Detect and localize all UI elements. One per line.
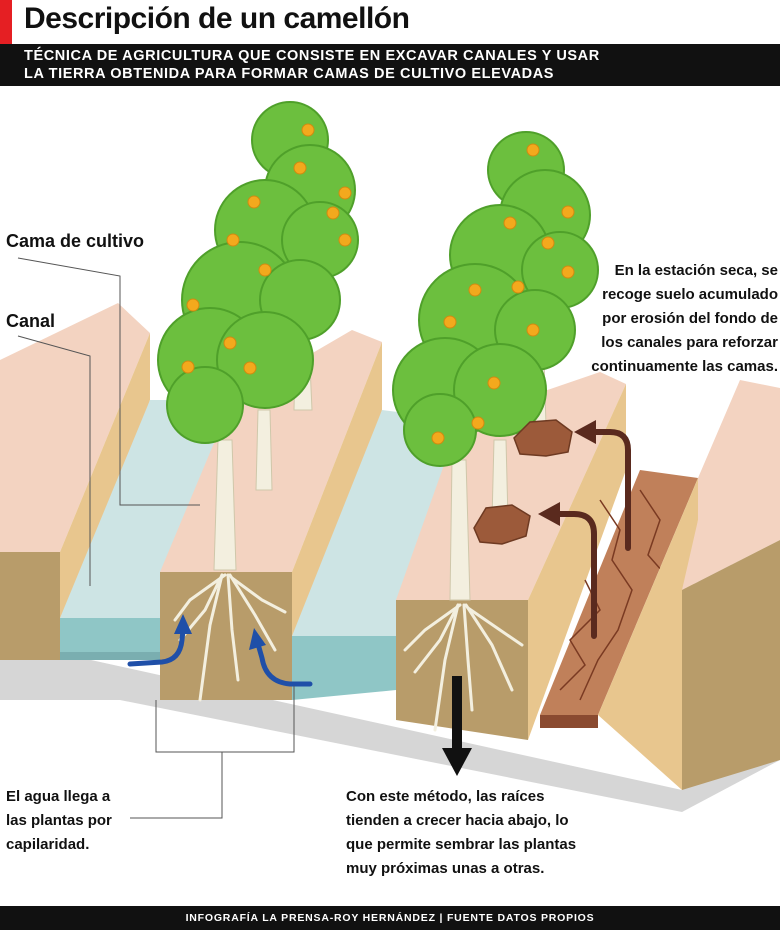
label-cama-de-cultivo: Cama de cultivo: [6, 231, 145, 251]
bed-right-inner-wall: [528, 384, 626, 740]
note-line: que permite sembrar las plantas: [346, 836, 577, 853]
tree-right-roots: [403, 603, 524, 732]
canal-middle: [292, 410, 460, 700]
tree-right-trunk: [449, 459, 471, 601]
leader-cama: [17, 257, 200, 506]
note-line: continuamente las camas.: [591, 358, 778, 375]
subtitle-banner: TÉCNICA DE AGRICULTURA QUE CONSISTE EN E…: [0, 44, 780, 86]
camellon-diagram: [0, 101, 780, 819]
note-line: En la estación seca, se: [614, 262, 778, 279]
canal-left: [60, 400, 232, 660]
capillarity-arrow-right: [255, 641, 313, 687]
note-line: recoge suelo acumulado: [602, 286, 778, 303]
note-line: El agua llega a: [6, 788, 111, 805]
bed-left-front: [0, 552, 60, 660]
tree-left: [157, 101, 359, 702]
canal-dry-floor: [540, 470, 698, 715]
canal-left-floor: [60, 652, 160, 660]
tree-left-branch: [255, 409, 273, 491]
tree-left-trunk: [213, 439, 237, 571]
canal-dry: [540, 470, 698, 728]
subtitle-line-2: LA TIERRA OBTENIDA PARA FORMAR CAMAS DE …: [24, 66, 555, 82]
bed-left-top: [0, 303, 150, 552]
label-canal: Canal: [6, 311, 56, 331]
page-title: Descripción de un camellón: [24, 2, 410, 35]
bracket-capillarity: [155, 686, 295, 753]
tree-right: [392, 131, 599, 732]
canal-middle-water-front: [292, 636, 396, 700]
soil-return-arrowhead-upper: [574, 420, 596, 444]
bed-right-front: [396, 600, 528, 740]
soil-return-arrow-lower: [553, 511, 597, 639]
canal-dry-front: [540, 715, 598, 728]
soil-clod-upper: [513, 419, 573, 457]
footer-credit: INFOGRAFÍA LA PRENSA-ROY HERNÁNDEZ | FUE…: [0, 906, 780, 930]
bed-far-right-top: [682, 380, 780, 590]
note-line: muy próximas unas a otras.: [346, 860, 545, 877]
tree-left-roots: [173, 573, 287, 702]
bed-middle-front: [160, 572, 292, 700]
bed-far-right-front: [682, 540, 780, 790]
tree-left-foliage: [157, 101, 359, 444]
note-capillarity: El agua llega a las plantas por capilari…: [6, 785, 112, 857]
bed-block-far-right: [598, 380, 780, 790]
bed-far-right-inner-wall: [598, 478, 698, 790]
soil-return-arrowhead-lower: [538, 502, 560, 526]
note-line: los canales para reforzar: [601, 334, 778, 351]
tree-right-foliage: [392, 131, 599, 467]
accent-bar: [0, 0, 12, 44]
canal-left-water-front: [60, 618, 160, 652]
note-roots: Con este método, las raíces tienden a cr…: [346, 785, 576, 881]
note-line: por erosión del fondo de: [602, 310, 778, 327]
tree-right-fruits: [431, 143, 575, 445]
capillarity-arrowhead-left: [174, 614, 192, 634]
canal-left-water-surface: [60, 400, 232, 618]
root-growth-arrowhead: [442, 748, 472, 776]
soil-clod-lower: [473, 504, 531, 545]
subtitle-line-1: TÉCNICA DE AGRICULTURA QUE CONSISTE EN E…: [24, 48, 600, 64]
capillarity-arrowhead-right: [249, 628, 266, 650]
root-growth-arrow-shaft: [452, 676, 462, 750]
note-line: tienden a crecer hacia abajo, lo: [346, 812, 569, 829]
note-line: Con este método, las raíces: [346, 788, 545, 805]
tree-left-fruits: [181, 123, 352, 375]
dry-crack: [579, 499, 633, 701]
capillarity-arrow-left: [127, 627, 186, 667]
leader-capillarity: [130, 752, 223, 819]
leader-canal: [17, 335, 91, 586]
note-line: las plantas por: [6, 812, 112, 829]
canal-middle-water-surface: [292, 410, 460, 636]
note-line: capilaridad.: [6, 836, 90, 853]
note-dry-season: En la estación seca, se recoge suelo acu…: [591, 259, 778, 379]
soil-return-arrow-upper: [589, 429, 631, 551]
